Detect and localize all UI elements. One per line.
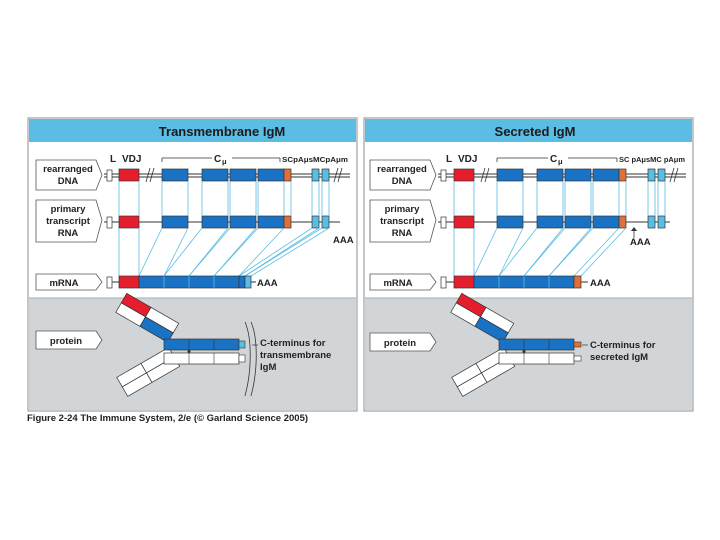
antibody-protein: C-terminus for secreted IgM [450, 292, 658, 397]
mrna-row: AAA [106, 275, 278, 289]
polya-label: AAA [590, 278, 611, 289]
label-splice-sites: SC pAμsMC pAμm [619, 155, 685, 164]
c-terminus-label: C-terminus for transmembrane IgM [260, 338, 334, 373]
panel-transmembrane: Transmembrane IgM rearranged DNA primary… [27, 117, 358, 412]
label-C: C [214, 154, 221, 165]
label-splice-sites: SCpAμsMCpAμm [282, 155, 348, 164]
splice-connectors [453, 181, 666, 277]
splice-connectors [118, 181, 330, 277]
mrna-row: AAA [440, 275, 611, 289]
antibody-protein: C-terminus for transmembrane IgM [115, 292, 334, 397]
polya-label: AAA [630, 237, 651, 248]
svg-text:rearranged: rearranged [377, 164, 427, 175]
rearranged-dna-row [438, 167, 686, 183]
figure-caption: Figure 2-24 The Immune System, 2/e (© Ga… [27, 413, 309, 424]
svg-text:primary: primary [385, 204, 421, 215]
panel-header-bar [365, 119, 692, 142]
row-label-mrna: mRNA [35, 273, 103, 291]
svg-text:transcript: transcript [380, 216, 425, 227]
row-label-mrna: mRNA [369, 273, 437, 291]
row-label-protein: protein [369, 332, 437, 352]
svg-text:RNA: RNA [58, 228, 79, 239]
label-mu: μ [558, 157, 563, 166]
label-VDJ: VDJ [458, 154, 477, 165]
svg-text:primary: primary [51, 204, 87, 215]
panel-title: Secreted IgM [495, 124, 576, 139]
svg-text:protein: protein [384, 338, 416, 349]
svg-text:protein: protein [50, 336, 82, 347]
label-mu: μ [222, 157, 227, 166]
c-terminus-label: C-terminus for secreted IgM [590, 340, 658, 363]
primary-transcript-row: AAA [104, 215, 354, 246]
polya-label: AAA [257, 278, 278, 289]
svg-text:rearranged: rearranged [43, 164, 93, 175]
row-label-protein: protein [35, 330, 103, 350]
label-L: L [446, 154, 452, 165]
label-L: L [110, 154, 116, 165]
rearranged-dna-row [104, 167, 350, 183]
svg-text:DNA: DNA [392, 176, 413, 187]
panel-header-bar [29, 119, 356, 142]
svg-text:DNA: DNA [58, 176, 79, 187]
label-C: C [550, 154, 557, 165]
row-label-primary-transcript: primary transcript RNA [35, 199, 103, 243]
row-label-rearranged-dna: rearranged DNA [35, 159, 103, 191]
svg-text:mRNA: mRNA [383, 278, 412, 289]
panel-title: Transmembrane IgM [159, 124, 285, 139]
primary-transcript-row: AAA [438, 215, 670, 248]
polya-label: AAA [333, 235, 354, 246]
svg-text:transcript: transcript [46, 216, 91, 227]
row-label-rearranged-dna: rearranged DNA [369, 159, 437, 191]
svg-text:mRNA: mRNA [49, 278, 78, 289]
svg-text:RNA: RNA [392, 228, 413, 239]
label-VDJ: VDJ [122, 154, 141, 165]
row-label-primary-transcript: primary transcript RNA [369, 199, 437, 243]
panel-secreted: Secreted IgM rearranged DNA primary tran… [363, 117, 694, 412]
